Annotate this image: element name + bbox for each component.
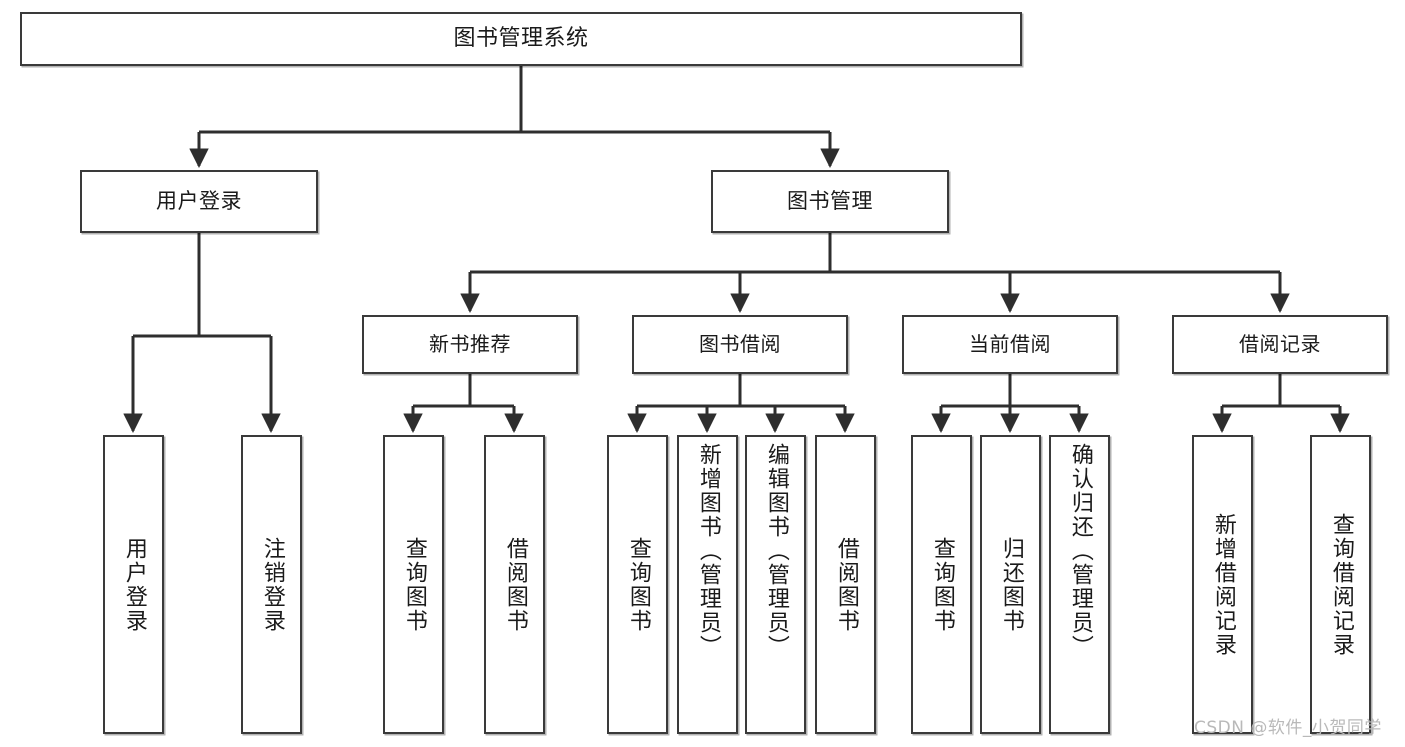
node-book-borrow[interactable]: 图书借阅 bbox=[632, 315, 848, 374]
node-label: 图书借阅 bbox=[699, 331, 781, 356]
node-label: 归还图书 bbox=[998, 536, 1024, 633]
node-label: 新增图书（管理员） bbox=[695, 443, 721, 659]
node-label: 新增借阅记录 bbox=[1210, 512, 1236, 657]
node-current-borrow[interactable]: 当前借阅 bbox=[902, 315, 1118, 374]
node-borrow-record[interactable]: 借阅记录 bbox=[1172, 315, 1388, 374]
node-leaf-borrow-book-bb[interactable]: 借阅图书 bbox=[815, 435, 876, 734]
node-leaf-edit-book-admin[interactable]: 编辑图书（管理员） bbox=[745, 435, 806, 734]
node-label: 用户登录 bbox=[121, 536, 147, 633]
node-leaf-query-book-cb[interactable]: 查询图书 bbox=[911, 435, 972, 734]
node-label: 确认归还（管理员） bbox=[1067, 443, 1093, 659]
node-leaf-query-borrow-record[interactable]: 查询借阅记录 bbox=[1310, 435, 1371, 734]
node-label: 查询借阅记录 bbox=[1328, 512, 1354, 657]
node-leaf-user-login[interactable]: 用户登录 bbox=[103, 435, 164, 734]
node-user-login[interactable]: 用户登录 bbox=[80, 170, 318, 233]
node-leaf-query-book-nb[interactable]: 查询图书 bbox=[383, 435, 444, 734]
node-label: 借阅图书 bbox=[502, 536, 528, 633]
node-label: 编辑图书（管理员） bbox=[763, 443, 789, 659]
node-leaf-confirm-return-admin[interactable]: 确认归还（管理员） bbox=[1049, 435, 1110, 734]
node-label: 注销登录 bbox=[259, 536, 285, 633]
node-label: 查询图书 bbox=[401, 536, 427, 633]
node-label: 图书管理系统 bbox=[453, 26, 589, 52]
node-label: 查询图书 bbox=[929, 536, 955, 633]
node-label: 图书管理 bbox=[787, 189, 873, 214]
node-label: 借阅图书 bbox=[833, 536, 859, 633]
node-leaf-return-book[interactable]: 归还图书 bbox=[980, 435, 1041, 734]
node-label: 借阅记录 bbox=[1239, 331, 1321, 356]
node-label: 查询图书 bbox=[625, 536, 651, 633]
watermark-csdn: CSDN @软件_小贺同学 bbox=[1194, 718, 1382, 738]
node-leaf-add-borrow-record[interactable]: 新增借阅记录 bbox=[1192, 435, 1253, 734]
node-label: 用户登录 bbox=[156, 189, 242, 214]
node-new-book-recommend[interactable]: 新书推荐 bbox=[362, 315, 578, 374]
node-leaf-query-book-bb[interactable]: 查询图书 bbox=[607, 435, 668, 734]
node-leaf-logout[interactable]: 注销登录 bbox=[241, 435, 302, 734]
node-leaf-add-book-admin[interactable]: 新增图书（管理员） bbox=[677, 435, 738, 734]
node-root-library-system[interactable]: 图书管理系统 bbox=[20, 12, 1022, 66]
node-book-management[interactable]: 图书管理 bbox=[711, 170, 949, 233]
node-label: 当前借阅 bbox=[969, 331, 1051, 356]
node-label: 新书推荐 bbox=[429, 331, 511, 356]
node-leaf-borrow-book-nb[interactable]: 借阅图书 bbox=[484, 435, 545, 734]
